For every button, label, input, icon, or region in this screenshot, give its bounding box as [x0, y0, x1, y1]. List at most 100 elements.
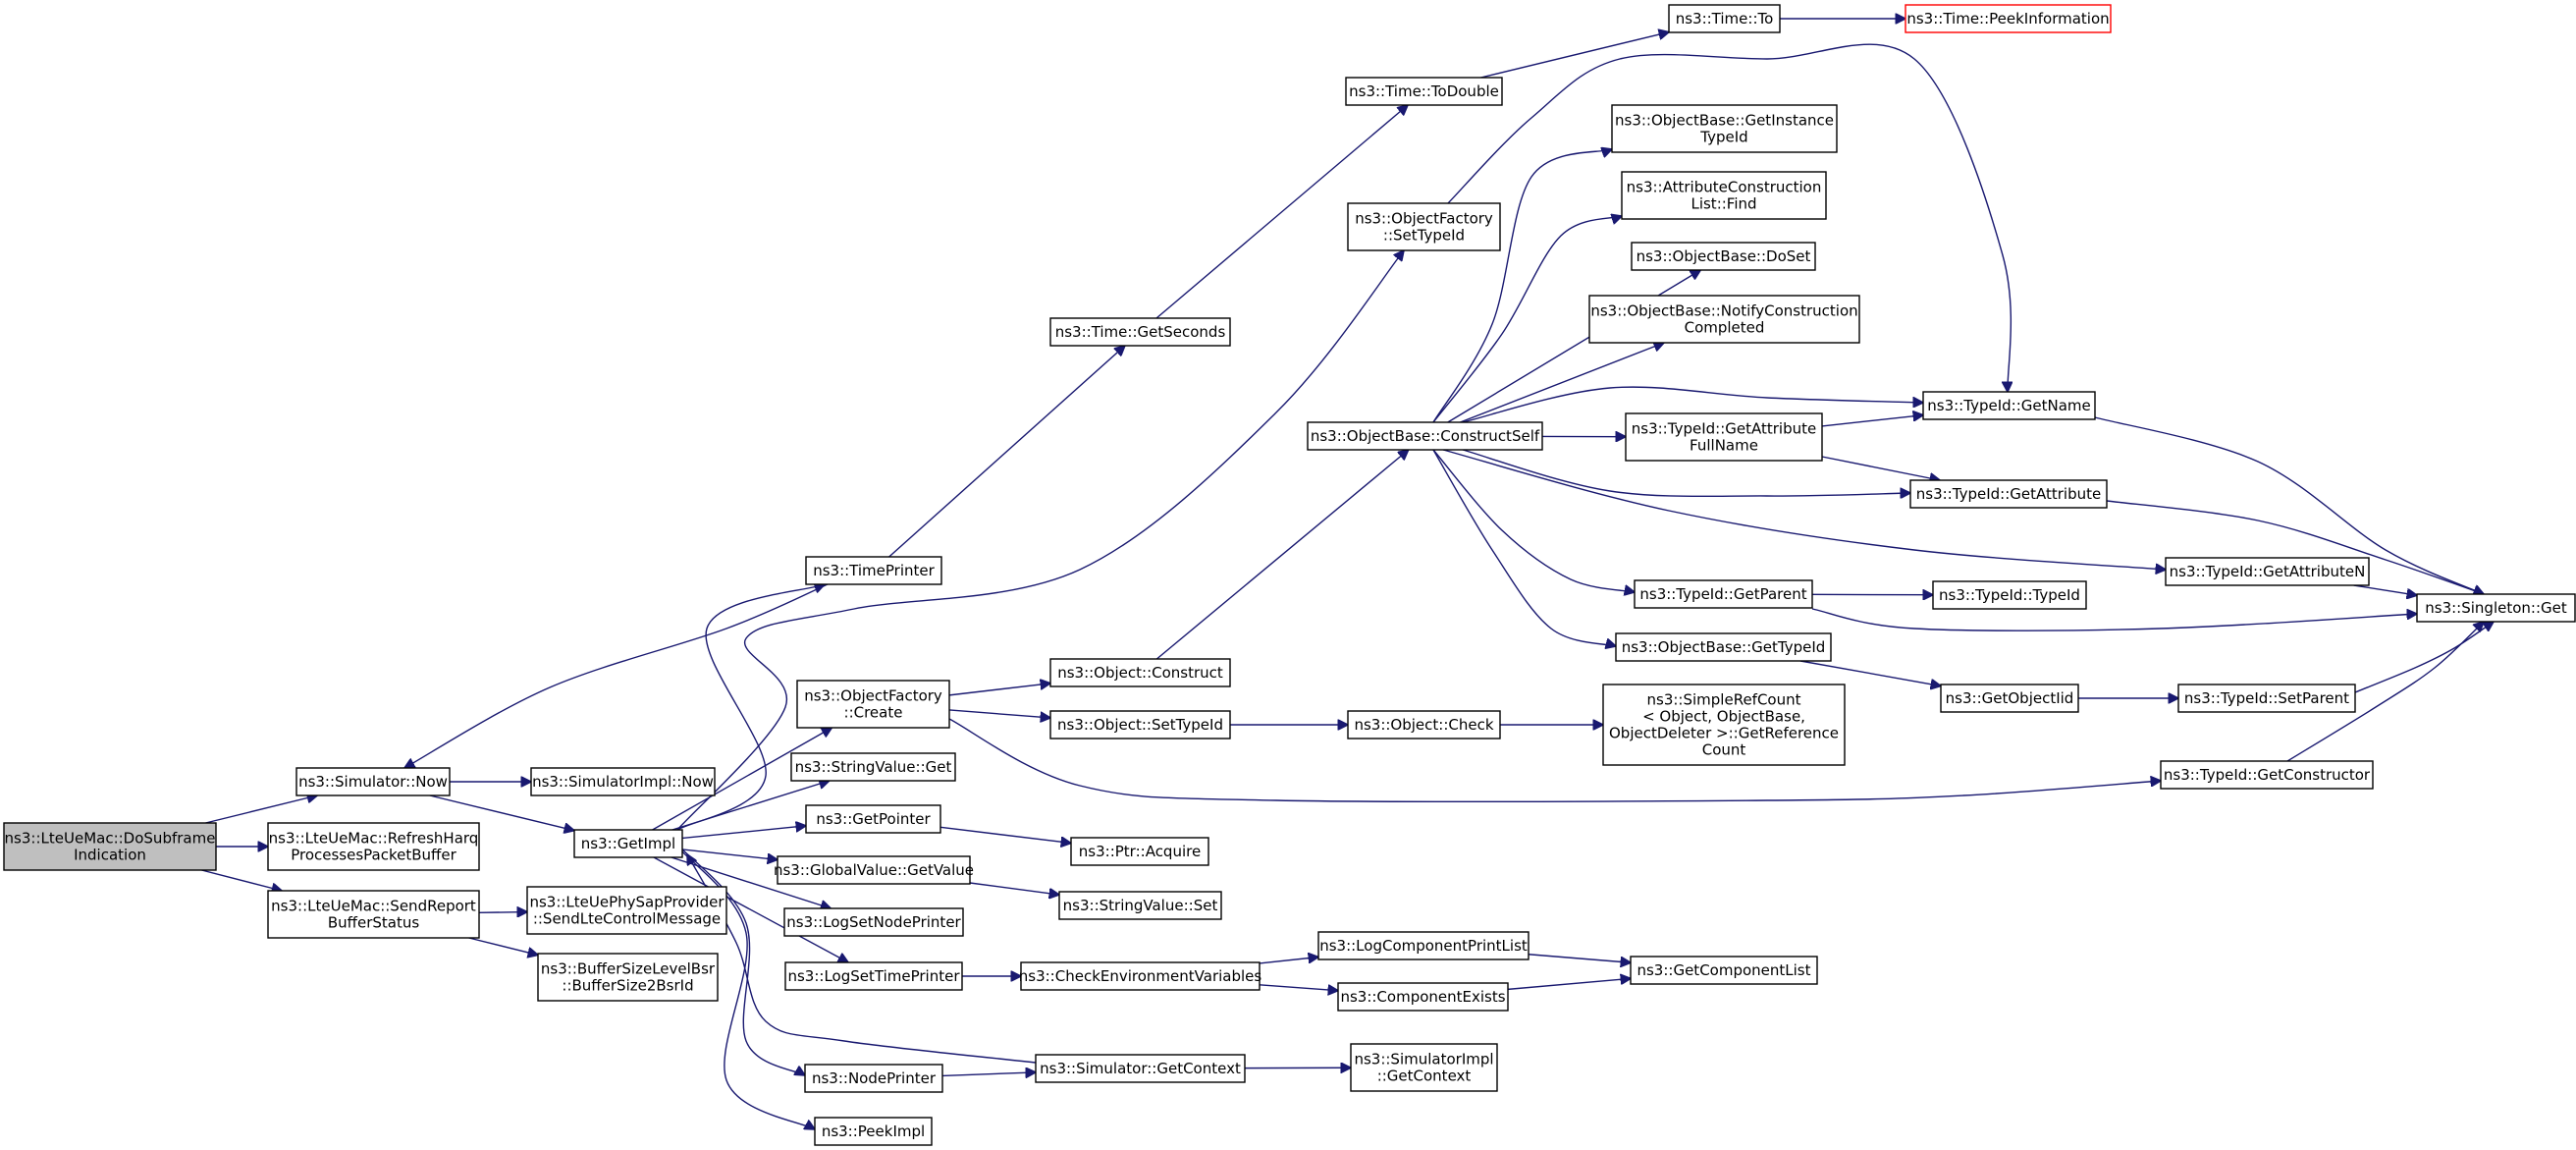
node-ofSetTypeId[interactable]: ns3::ObjectFactory::SetTypeId	[1347, 202, 1501, 251]
node-ptrAcquire[interactable]: ns3::Ptr::Acquire	[1070, 837, 1209, 866]
node-getObjectIid[interactable]: ns3::GetObjectIid	[1940, 684, 2079, 713]
node-ofCreate[interactable]: ns3::ObjectFactory::Create	[796, 680, 950, 729]
node-box[interactable]	[573, 829, 683, 858]
node-box[interactable]	[1634, 579, 1813, 609]
node-box[interactable]	[1611, 104, 1838, 153]
node-timeTo[interactable]: ns3::Time::To	[1668, 4, 1781, 33]
node-box[interactable]	[1909, 479, 2108, 509]
node-box[interactable]	[1347, 710, 1501, 739]
node-tidGetParent[interactable]: ns3::TypeId::GetParent	[1634, 579, 1813, 609]
node-tidSetParent[interactable]: ns3::TypeId::SetParent	[2177, 684, 2356, 713]
node-timeGetSeconds[interactable]: ns3::Time::GetSeconds	[1049, 317, 1231, 347]
node-tidGetAttr[interactable]: ns3::TypeId::GetAttribute	[1909, 479, 2108, 509]
node-box[interactable]	[1049, 317, 1231, 347]
node-box[interactable]	[1631, 242, 1816, 271]
node-box[interactable]	[1602, 684, 1846, 766]
node-box[interactable]	[1347, 202, 1501, 251]
node-box[interactable]	[1940, 684, 2079, 713]
node-obNotify[interactable]: ns3::ObjectBase::NotifyConstructionCompl…	[1588, 295, 1860, 344]
node-box[interactable]	[2165, 557, 2370, 586]
node-peekImpl[interactable]: ns3::PeekImpl	[814, 1117, 933, 1146]
node-box[interactable]	[1625, 412, 1823, 462]
node-timePrinter[interactable]: ns3::TimePrinter	[805, 556, 942, 585]
node-box[interactable]	[804, 1064, 943, 1093]
node-logCompPrint[interactable]: ns3::LogComponentPrintList	[1317, 931, 1530, 960]
node-bsr[interactable]: ns3::BufferSizeLevelBsr::BufferSize2BsrI…	[537, 953, 719, 1002]
node-box[interactable]	[1020, 961, 1261, 991]
node-objSetTypeId[interactable]: ns3::Object::SetTypeId	[1049, 710, 1231, 739]
node-tidGetCtor[interactable]: ns3::TypeId::GetConstructor	[2160, 760, 2374, 790]
node-box[interactable]	[805, 804, 941, 834]
node-refreshHarq[interactable]: ns3::LteUeMac::RefreshHarqProcessesPacke…	[267, 822, 480, 871]
node-box[interactable]	[814, 1117, 933, 1146]
node-obConstructSelf[interactable]: ns3::ObjectBase::ConstructSelf	[1307, 421, 1543, 451]
node-logSetNode[interactable]: ns3::LogSetNodePrinter	[783, 907, 964, 937]
node-box[interactable]	[1070, 837, 1209, 866]
node-sendLteCtrl[interactable]: ns3::LteUePhySapProvider::SendLteControl…	[526, 886, 727, 935]
node-getCompList[interactable]: ns3::GetComponentList	[1630, 956, 1818, 985]
node-box[interactable]	[1932, 580, 2087, 610]
node-box[interactable]	[1905, 4, 2112, 33]
node-box[interactable]	[2160, 760, 2374, 790]
node-box[interactable]	[1668, 4, 1781, 33]
node-box[interactable]	[783, 907, 964, 937]
node-singletonGet[interactable]: ns3::Singleton::Get	[2416, 593, 2576, 623]
node-simpleRef[interactable]: ns3::SimpleRefCount< Object, ObjectBase,…	[1602, 684, 1846, 766]
node-box[interactable]	[1621, 171, 1827, 220]
node-box[interactable]	[1345, 77, 1503, 106]
node-strValGet[interactable]: ns3::StringValue::Get	[790, 752, 956, 782]
node-box[interactable]	[1350, 1043, 1498, 1092]
node-box[interactable]	[1307, 421, 1543, 451]
node-gvGetValue[interactable]: ns3::GlobalValue::GetValue	[774, 855, 974, 885]
node-logSetTime[interactable]: ns3::LogSetTimePrinter	[784, 961, 963, 991]
node-box[interactable]	[1049, 710, 1231, 739]
node-tidGetAttrN[interactable]: ns3::TypeId::GetAttributeN	[2165, 557, 2370, 586]
node-box[interactable]	[1615, 632, 1832, 662]
node-box[interactable]	[537, 953, 719, 1002]
node-box[interactable]	[1035, 1054, 1246, 1083]
node-simImplGetCtx[interactable]: ns3::SimulatorImpl::GetContext	[1350, 1043, 1498, 1092]
node-box[interactable]	[526, 886, 727, 935]
node-box[interactable]	[1922, 391, 2096, 420]
node-checkEnv[interactable]: ns3::CheckEnvironmentVariables	[1019, 961, 1262, 991]
node-box[interactable]	[784, 961, 963, 991]
node-obGetTypeId[interactable]: ns3::ObjectBase::GetTypeId	[1615, 632, 1832, 662]
node-objConstruct[interactable]: ns3::Object::Construct	[1049, 658, 1231, 687]
node-tidTypeId[interactable]: ns3::TypeId::TypeId	[1932, 580, 2087, 610]
node-box[interactable]	[267, 822, 480, 871]
node-simImplNow[interactable]: ns3::SimulatorImpl::Now	[530, 767, 716, 796]
node-box[interactable]	[1317, 931, 1530, 960]
node-box[interactable]	[777, 855, 971, 885]
node-box[interactable]	[796, 680, 950, 729]
node-box[interactable]	[2177, 684, 2356, 713]
node-compExists[interactable]: ns3::ComponentExists	[1337, 982, 1509, 1012]
node-box[interactable]	[1058, 891, 1222, 920]
node-timeToDouble[interactable]: ns3::Time::ToDouble	[1345, 77, 1503, 106]
node-tidGetName[interactable]: ns3::TypeId::GetName	[1922, 391, 2096, 420]
node-simNow[interactable]: ns3::Simulator::Now	[295, 767, 451, 796]
node-nodePrinter[interactable]: ns3::NodePrinter	[804, 1064, 943, 1093]
node-box[interactable]	[295, 767, 451, 796]
node-box[interactable]	[1630, 956, 1818, 985]
node-obDoSet[interactable]: ns3::ObjectBase::DoSet	[1631, 242, 1816, 271]
node-getImpl[interactable]: ns3::GetImpl	[573, 829, 683, 858]
node-box[interactable]	[805, 556, 942, 585]
node-strValSet[interactable]: ns3::StringValue::Set	[1058, 891, 1222, 920]
node-box[interactable]	[790, 752, 956, 782]
node-peekInfo[interactable]: ns3::Time::PeekInformation	[1905, 4, 2112, 33]
node-box[interactable]	[2416, 593, 2576, 623]
node-box[interactable]	[1049, 658, 1231, 687]
node-box[interactable]	[530, 767, 716, 796]
node-box[interactable]	[1588, 295, 1860, 344]
node-box[interactable]	[267, 890, 480, 939]
node-box[interactable]	[1337, 982, 1509, 1012]
node-simGetContext[interactable]: ns3::Simulator::GetContext	[1035, 1054, 1246, 1083]
node-objCheck[interactable]: ns3::Object::Check	[1347, 710, 1501, 739]
node-getPointer[interactable]: ns3::GetPointer	[805, 804, 941, 834]
node-box[interactable]	[3, 822, 217, 871]
